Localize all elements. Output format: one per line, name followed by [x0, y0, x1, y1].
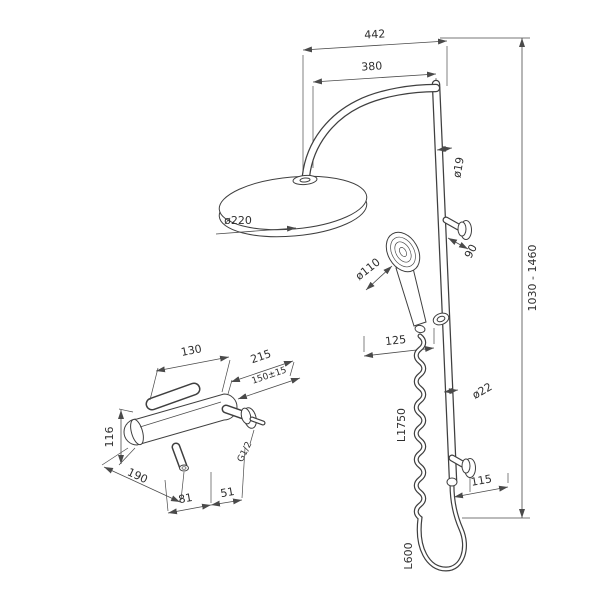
mixer-handle	[145, 382, 201, 411]
dim-head-diameter: ø220	[215, 214, 297, 235]
offset-b-label: 51	[219, 485, 235, 500]
lower-wall-bracket: 115	[448, 454, 509, 499]
dim-hand-shower-diameter: ø110	[353, 256, 393, 291]
upper-wall-bracket: 90	[442, 216, 480, 261]
dim-total-length: 190	[101, 447, 185, 503]
overall-height-label: 1030 - 1460	[526, 245, 539, 312]
shower-arm	[301, 83, 441, 181]
shower-riser-pipe	[431, 79, 458, 485]
hand-shower	[385, 231, 427, 334]
lower-pipe-diameter-label: ø22	[470, 380, 494, 402]
dim-body-height: 116	[103, 408, 136, 466]
overall-width-label: 442	[364, 27, 386, 41]
overhead-shower-head	[218, 174, 368, 238]
arm-width-label: 380	[361, 59, 383, 73]
dim-inlet-spacing: 150±15	[237, 365, 301, 400]
holder-offset-label: 125	[385, 333, 407, 348]
hand-shower-holder	[432, 312, 450, 326]
total-length-label: 190	[125, 465, 150, 486]
lower-bracket-depth-label: 115	[470, 472, 493, 488]
total-depth-label: 215	[249, 347, 273, 366]
dim-handle-width: 130	[149, 342, 231, 401]
connection-hose-length-label: L600	[402, 542, 415, 569]
thread-label: G1/2	[236, 440, 254, 464]
upper-bracket-depth-label: 90	[462, 242, 480, 260]
shower-hose-length-label: L1750	[395, 408, 408, 442]
dim-thread: G1/2	[236, 429, 254, 464]
dim-overall-height: 1030 - 1460	[440, 37, 539, 519]
mixer-bottom-outlet	[171, 442, 189, 472]
head-diameter-label: ø220	[224, 214, 252, 227]
offset-a-label: 81	[177, 491, 193, 506]
body-height-label: 116	[103, 427, 116, 448]
dim-upper-pipe-diameter: ø19	[436, 145, 467, 179]
handle-width-label: 130	[180, 342, 203, 359]
shower-hose	[413, 333, 467, 572]
mixer-body	[123, 393, 238, 446]
upper-pipe-diameter-label: ø19	[450, 156, 466, 179]
dim-offset-chain: 81 51	[164, 447, 246, 515]
mixer-wall-connection	[221, 404, 266, 429]
